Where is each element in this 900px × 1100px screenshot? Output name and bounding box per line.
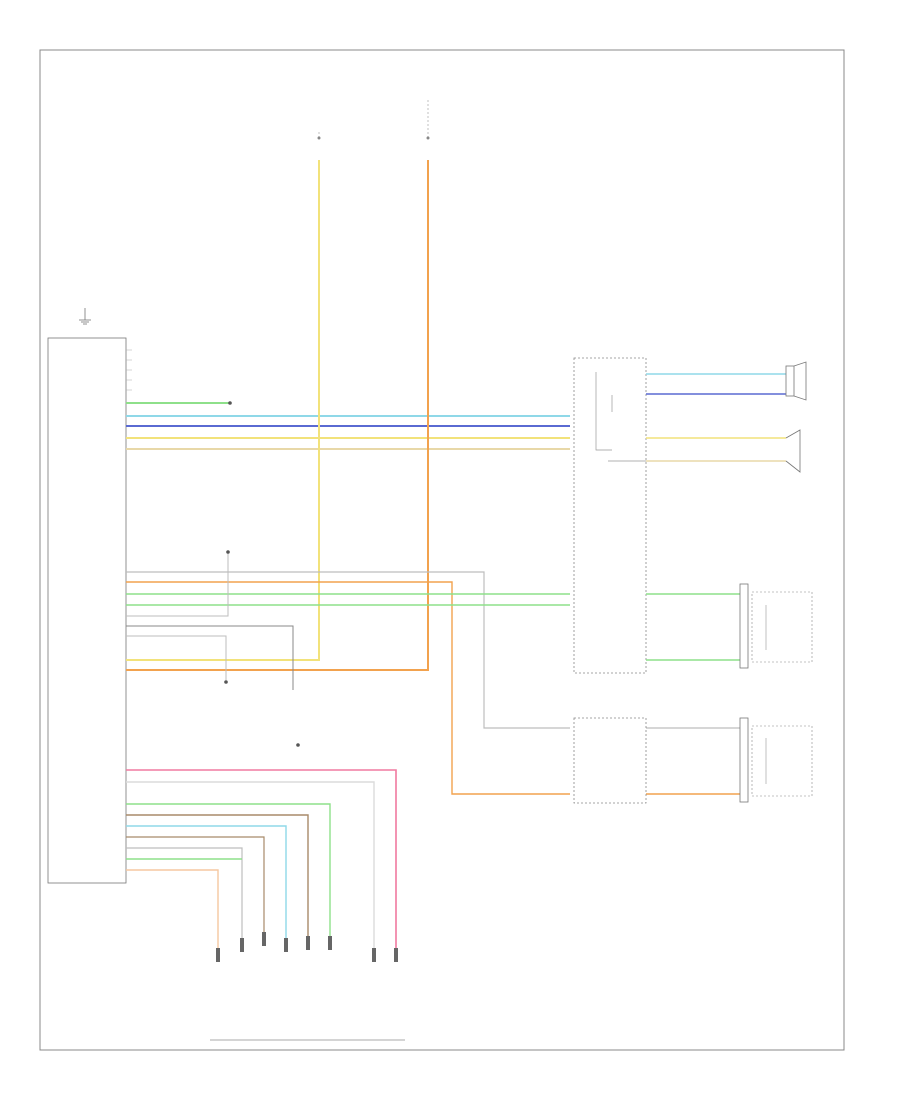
data-link-connector-pins bbox=[216, 932, 398, 962]
wire-mid-ground-a bbox=[126, 552, 229, 617]
wire-yellow-feed bbox=[126, 160, 320, 661]
front-amp-inner bbox=[595, 372, 646, 462]
wire-low-white bbox=[126, 781, 375, 950]
module-pin-ticks bbox=[126, 349, 132, 391]
middle-wires bbox=[126, 550, 570, 795]
radio-module-box bbox=[47, 337, 127, 884]
data-link-wires bbox=[126, 743, 397, 950]
rear-left-speaker bbox=[739, 717, 813, 803]
wire-mid-ground-b bbox=[126, 625, 294, 690]
wire-mid-gray bbox=[126, 571, 570, 729]
front-amp-box bbox=[573, 357, 647, 674]
wire-low-pink bbox=[126, 769, 397, 950]
diagram-frame bbox=[39, 49, 845, 1051]
top-right-fuse-block bbox=[426, 100, 430, 140]
front-right-speaker bbox=[785, 361, 807, 401]
wire-low-cyan bbox=[126, 825, 287, 938]
rear-right-speaker bbox=[739, 583, 813, 669]
wire-low-brown bbox=[126, 814, 309, 938]
wire-low-peach bbox=[126, 869, 219, 950]
ground-symbol bbox=[79, 308, 91, 325]
wire-mid-orange bbox=[126, 581, 570, 795]
wire-low-green1 bbox=[126, 803, 331, 938]
rear-amp-box bbox=[573, 717, 647, 804]
wire-orange-feed bbox=[126, 160, 429, 671]
front-speaker-wires bbox=[646, 373, 786, 462]
wire-low-gray bbox=[126, 847, 243, 940]
wire-mid-ground-c bbox=[126, 635, 227, 680]
wire-low-tan bbox=[126, 836, 265, 932]
top-left-fuse-block bbox=[262, 90, 322, 140]
upper-speaker-wires bbox=[126, 401, 570, 450]
rear-speaker-wires bbox=[646, 593, 740, 795]
front-left-speaker bbox=[785, 429, 801, 473]
vertical-feed-wires bbox=[126, 160, 429, 671]
